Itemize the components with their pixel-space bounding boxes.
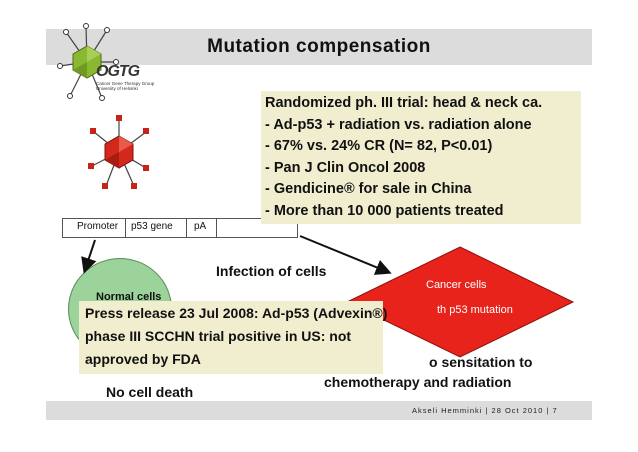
trial-line-6: - More than 10 000 patients treated [265,203,504,219]
pa-label: pA [194,221,207,232]
sensitation-line-1: o sensitation to [429,354,533,370]
p53-mutation-label: th p53 mutation [437,304,513,316]
trial-callout: Randomized ph. III trial: head & neck ca… [261,91,581,224]
footer-bar [46,401,592,420]
arrow-to-cancer-cells [299,235,392,275]
trial-line-5: - Gendicine® for sale in China [265,181,472,197]
normal-cells-label: Normal cells [96,291,162,303]
cancer-cells-diamond [345,246,575,358]
press-release-callout: Press release 23 Jul 2008: Ad-p53 (Advex… [79,301,387,374]
trial-line-3: - 67% vs. 24% CR (N= 82, P<0.01) [265,138,493,154]
logo-acronym: OGTG [96,63,140,80]
trial-line-1: Randomized ph. III trial: head & neck ca… [265,95,543,111]
no-cell-death-label: No cell death [106,384,194,400]
cancer-cells-label: Cancer cells [426,279,487,291]
arrow-to-normal-cells [81,239,97,274]
press-line-2: phase III SCCHN trial positive in US: no… [85,328,352,344]
trial-line-2: - Ad-p53 + radiation vs. radiation alone [265,117,532,133]
title-bar [46,29,592,65]
press-line-3: approved by FDA [85,351,201,367]
promoter-label: Promoter [77,221,119,232]
infection-label: Infection of cells [216,263,327,279]
gene-construct: Promoter p53 gene pA [62,218,298,238]
logo-text: OGTG Cancer Gene Therapy Group Universit… [96,63,154,91]
logo-university: University of Helsinki [96,86,138,91]
slide-title: Mutation compensation [207,36,431,57]
slide-footer: Akseli Hemminki | 28 Oct 2010 | 7 [412,406,558,415]
press-line-1: Press release 23 Jul 2008: Ad-p53 (Advex… [85,305,388,321]
virus-logo-icon [57,23,119,101]
p53-gene-label: p53 gene [131,221,173,232]
sensitation-line-2: chemotherapy and radiation [324,374,512,390]
logo-group-name: Cancer Gene Therapy Group [96,81,155,86]
trial-line-4: - Pan J Clin Oncol 2008 [265,160,426,176]
red-virus-icon [88,115,149,189]
